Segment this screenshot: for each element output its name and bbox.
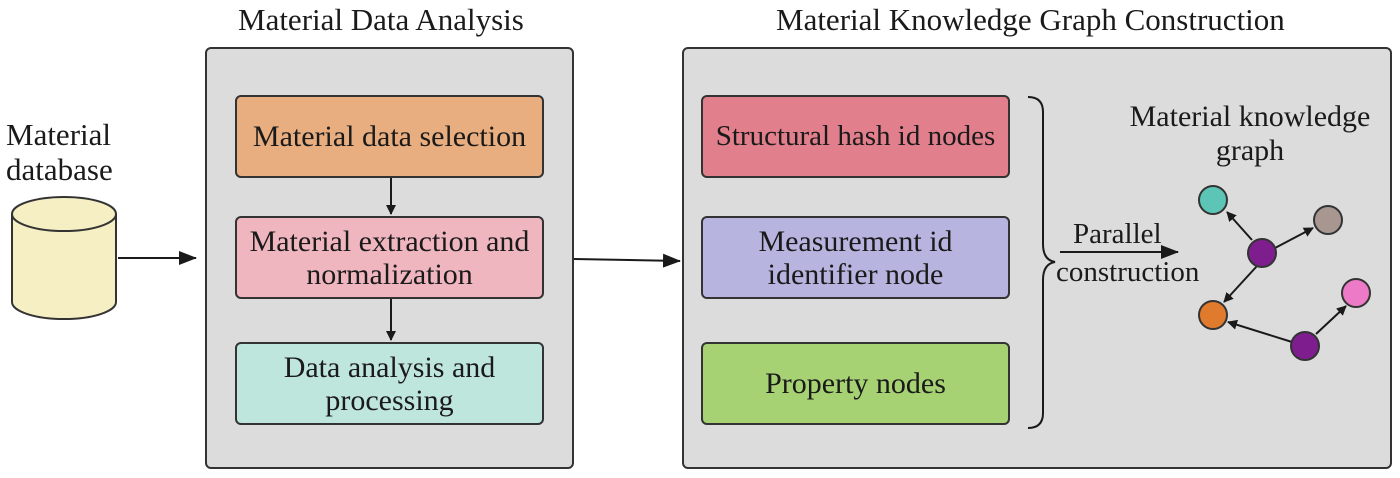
graph-title-line2: graph [1215, 133, 1285, 167]
graph-node-pink [1341, 278, 1371, 308]
node-structural-hash: Structural hash id nodes [701, 95, 1010, 178]
step-data-analysis: Data analysis and processing [235, 342, 544, 425]
construction-title: Material Knowledge Graph Construction [776, 2, 1285, 37]
database-label-line1: Material [6, 117, 112, 152]
analysis-title: Material Data Analysis [238, 2, 524, 37]
graph-node-purple-bottom [1290, 331, 1320, 361]
parallel-label-line2: construction [1056, 256, 1200, 288]
parallel-label-line1: Parallel [1073, 218, 1162, 250]
database-label-line2: database [6, 151, 113, 187]
step-material-data-selection: Material data selection [235, 95, 544, 178]
graph-node-orange [1198, 300, 1228, 330]
graph-title-line1: Material knowledge [1129, 100, 1371, 133]
graph-node-purple-top [1247, 238, 1277, 268]
graph-title: Material knowledge graph [1100, 100, 1400, 167]
node-measurement-id: Measurement id identifier node [701, 216, 1010, 299]
node-property: Property nodes [701, 342, 1010, 425]
graph-node-gray [1313, 205, 1343, 235]
database-icon [11, 196, 117, 320]
graph-node-teal [1198, 185, 1228, 215]
graph-edges [1223, 211, 1347, 343]
arrow-analysis-to-construction [573, 253, 681, 268]
database-label: Material database [6, 117, 113, 187]
step-material-extraction: Material extraction and normalization [235, 216, 544, 299]
curly-brace [1027, 96, 1056, 429]
